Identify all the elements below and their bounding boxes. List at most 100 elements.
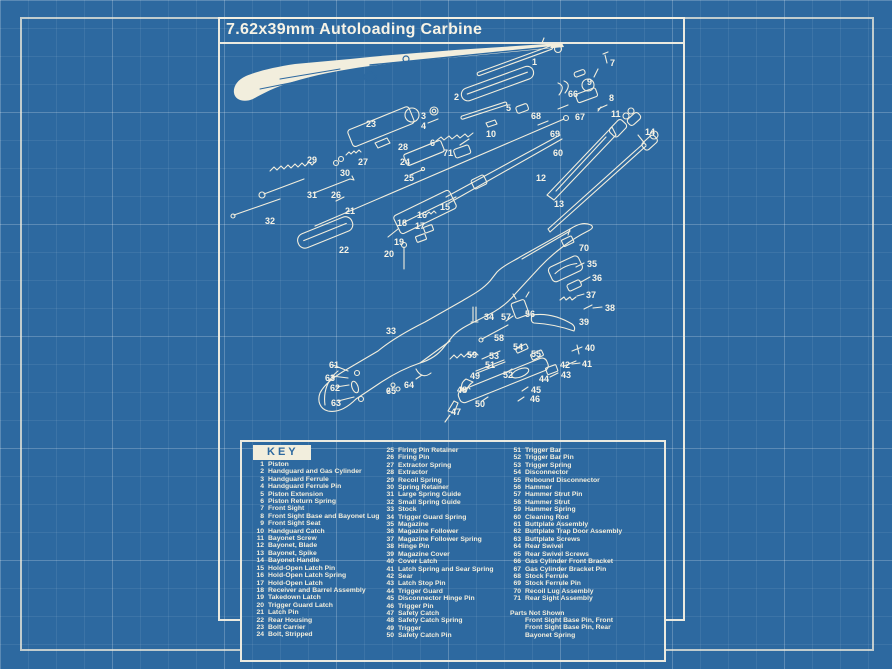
key-item-name: Rear Sight Assembly — [525, 595, 593, 603]
key-item-number: 44 — [386, 587, 394, 595]
part-number-label: 67 — [575, 112, 585, 122]
part-number-label: 47 — [451, 407, 461, 417]
part-number-label: 53 — [489, 351, 499, 361]
key-item-number: 15 — [256, 564, 264, 572]
key-item-number: 3 — [260, 475, 264, 483]
key-item-name: Rear Housing — [268, 616, 313, 624]
key-item-number: 46 — [386, 602, 394, 610]
key-item-number: 39 — [386, 550, 394, 558]
key-item-name: Trigger Bar — [525, 447, 562, 454]
key-item-name: Hold-Open Latch Spring — [268, 572, 347, 580]
part-number-label: 33 — [386, 326, 396, 336]
key-item-number: 34 — [386, 513, 394, 521]
key-item-number: 31 — [386, 491, 394, 499]
part-number-label: 34 — [484, 312, 494, 322]
part-number-label: 61 — [329, 360, 339, 370]
part-number-label: 14 — [645, 127, 655, 137]
key-item-name: Disconnector Hinge Pin — [398, 595, 475, 603]
key-item-number: 65 — [513, 550, 521, 558]
part-number-label: 59 — [467, 350, 477, 360]
key-item: 15 Hold-Open Latch Pin — [253, 565, 381, 572]
key-item-number: 17 — [256, 579, 264, 587]
key-item-name: Safety Catch Pin — [398, 632, 452, 640]
part-number-label: 51 — [485, 360, 495, 370]
parts-not-shown-heading: Parts Not Shown — [510, 609, 565, 617]
part-number-label: 44 — [539, 374, 549, 384]
key-item-name: Small Spring Guide — [398, 498, 461, 506]
key-item-name: Hold-Open Latch Pin — [268, 564, 336, 572]
key-item-name: Gas Cylinder Bracket Pin — [525, 565, 607, 573]
key-item-unnumbered: Front Sight Base Pin, Rear — [525, 624, 611, 632]
key-item-name: Stock — [398, 506, 417, 514]
part-number-label: 18 — [397, 218, 407, 228]
key-item-number: 28 — [386, 469, 394, 477]
part-number-label: 41 — [582, 359, 592, 369]
key-item-number: 38 — [386, 543, 394, 551]
key-item-name: Disconnector — [525, 469, 569, 477]
key-item-name: Front Sight Base and Bayonet Lug — [268, 512, 380, 520]
key-item-number: 22 — [256, 616, 264, 624]
part-number-label: 43 — [561, 370, 571, 380]
key-item-number: 43 — [386, 580, 394, 588]
title-divider — [220, 42, 683, 44]
part-number-label: 28 — [398, 142, 408, 152]
part-number-label: 1 — [532, 57, 537, 67]
part-number-label: 52 — [503, 370, 513, 380]
part-number-label: 48 — [457, 385, 467, 395]
key-item-name: Spring Retainer — [398, 484, 449, 492]
key-item-number: 4 — [260, 483, 264, 491]
part-number-label: 39 — [579, 317, 589, 327]
part-number-label: 4 — [421, 121, 426, 131]
part-number-label: 30 — [340, 168, 350, 178]
part-number-label: 40 — [585, 343, 595, 353]
part-number-label: 13 — [554, 199, 564, 209]
key-item-number: 55 — [513, 476, 521, 484]
part-number-label: 11 — [611, 109, 621, 119]
part-number-label: 65 — [386, 386, 396, 396]
key-item-number: 27 — [386, 461, 394, 469]
part-number-label: 64 — [404, 380, 414, 390]
part-number-label: 60 — [553, 148, 563, 158]
key-item-name: Piston Return Spring — [268, 498, 336, 506]
key-item-name: Latch Pin — [268, 609, 299, 617]
part-number-label: 6 — [430, 138, 435, 148]
key-item-name: Trigger Guard Latch — [268, 601, 333, 609]
key-item-number: 26 — [386, 454, 394, 462]
part-number-label: 69 — [550, 129, 560, 139]
stock-outline — [318, 223, 593, 412]
key-item-number: 57 — [513, 491, 521, 499]
key-item-number: 71 — [513, 595, 521, 603]
key-item-name: Bolt, Stripped — [268, 631, 313, 639]
